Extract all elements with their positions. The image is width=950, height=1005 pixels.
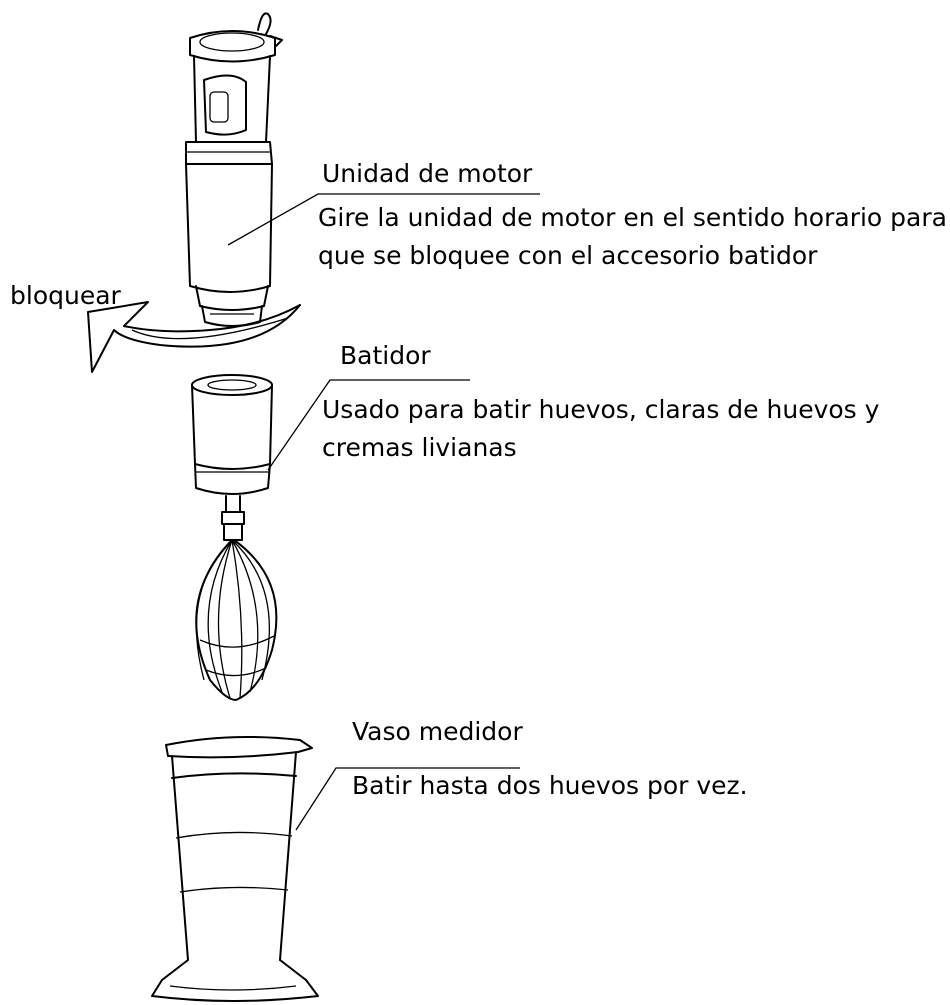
jar-title: Vaso medidor — [352, 717, 523, 746]
motor-leader — [227, 193, 540, 246]
jar-leader — [295, 767, 520, 831]
motor-unit — [185, 12, 283, 327]
whisk-attachment — [191, 374, 278, 701]
whisk-desc-line-1: Usado para batir huevos, claras de huevo… — [322, 395, 880, 424]
lock-label: bloquear — [10, 281, 121, 310]
measuring-jar — [151, 735, 319, 1002]
whisk-desc-line-2: cremas livianas — [322, 433, 517, 462]
motor-title: Unidad de motor — [322, 159, 533, 188]
motor-desc-line-1: Gire la unidad de motor en el sentido ho… — [318, 203, 947, 232]
jar-desc: Batir hasta dos huevos por vez. — [352, 771, 748, 800]
whisk-leader — [267, 379, 470, 471]
lock-arrow-icon — [87, 301, 301, 373]
whisk-title: Batidor — [340, 341, 431, 370]
motor-desc-line-2: que se bloquee con el accesorio batidor — [318, 241, 818, 270]
